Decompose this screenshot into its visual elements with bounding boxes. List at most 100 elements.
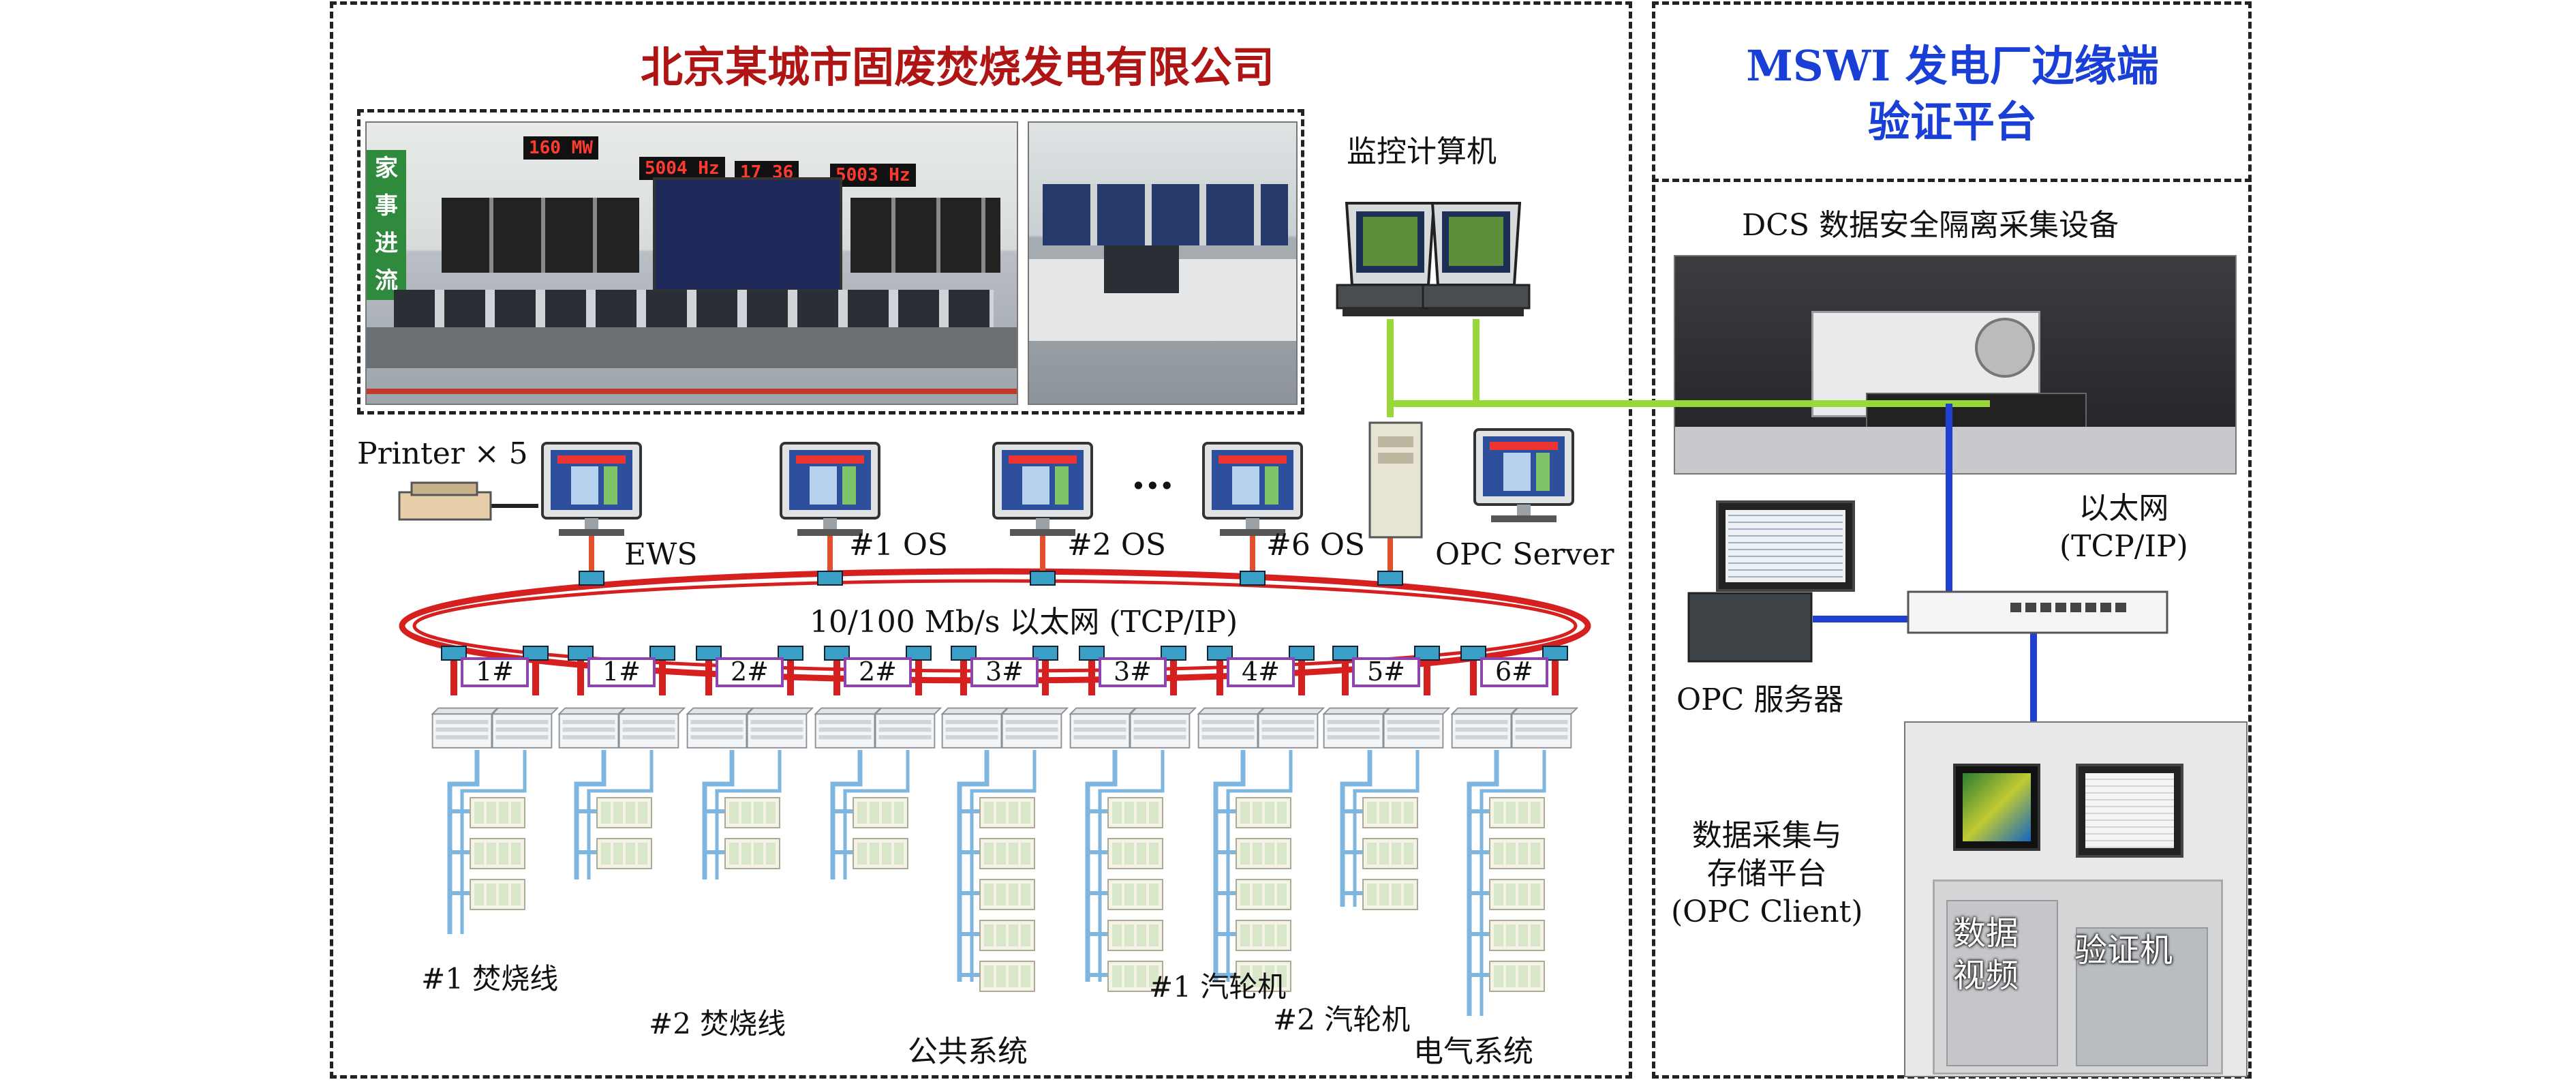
subsystem-turbine-1: #1 汽轮机 bbox=[1149, 970, 1287, 1004]
control-room-side-panel: 家 事 进 流 bbox=[367, 150, 406, 300]
io-bus-trunk bbox=[1098, 750, 1165, 982]
switch-port bbox=[2025, 603, 2036, 612]
floor-red-line bbox=[367, 389, 1017, 394]
network-port bbox=[1332, 646, 1358, 661]
controller-tag bbox=[1480, 657, 1548, 687]
control-room-photo-side bbox=[1028, 121, 1298, 405]
io-bus-trunk bbox=[587, 750, 654, 880]
io-module bbox=[1489, 920, 1545, 951]
ews-monitor bbox=[541, 442, 642, 537]
io-module bbox=[1489, 838, 1545, 869]
controller-id: 1# bbox=[602, 657, 641, 687]
io-module bbox=[596, 838, 652, 869]
data-video-line2: 视频 bbox=[1953, 957, 2019, 995]
io-module bbox=[1107, 879, 1163, 910]
operator-desk bbox=[367, 327, 1017, 368]
controller-rack bbox=[558, 707, 626, 749]
controller-id: 6# bbox=[1495, 657, 1533, 687]
verification-platform-photo bbox=[1904, 721, 2248, 1077]
network-port bbox=[696, 646, 722, 661]
io-module bbox=[1107, 920, 1163, 951]
controller-rack bbox=[1383, 707, 1450, 749]
network-port bbox=[817, 571, 843, 586]
controller-id: 2# bbox=[859, 657, 897, 687]
network-port bbox=[951, 646, 977, 661]
io-module bbox=[1107, 797, 1163, 828]
network-port bbox=[568, 646, 594, 661]
io-bus-trunk bbox=[830, 750, 863, 880]
network-port bbox=[1030, 571, 1056, 586]
printer-label: Printer × 5 bbox=[357, 436, 528, 471]
io-bus-trunk bbox=[843, 750, 910, 880]
controller-rack bbox=[1197, 707, 1265, 749]
io-bus-trunk bbox=[1467, 750, 1499, 1016]
controller-id: 3# bbox=[1114, 657, 1152, 687]
io-module bbox=[470, 797, 525, 828]
monitor-wall-right bbox=[850, 198, 1000, 273]
storage-platform-line2: 存储平台 bbox=[1706, 856, 1827, 891]
controller-uplink bbox=[1342, 655, 1430, 695]
controller-uplink bbox=[1470, 655, 1559, 695]
io-module bbox=[853, 838, 908, 869]
network-port bbox=[1460, 646, 1486, 661]
network-port bbox=[824, 646, 850, 661]
controller-rack bbox=[874, 707, 942, 749]
os2-monitor bbox=[992, 442, 1093, 537]
controller-uplink bbox=[960, 655, 1049, 695]
io-bus-trunk bbox=[574, 750, 607, 880]
controller-uplink bbox=[705, 655, 794, 695]
io-module bbox=[470, 879, 525, 910]
storage-platform-label: 数据采集与 存储平台 (OPC Client) bbox=[1671, 817, 1863, 931]
data-video-label: 数据 视频 bbox=[1953, 912, 2019, 997]
platform-drawer-left bbox=[1946, 900, 2058, 1066]
network-port bbox=[1079, 646, 1105, 661]
io-module bbox=[1362, 797, 1418, 828]
left-panel-frame bbox=[330, 1, 1632, 1079]
storage-platform-line3: (OPC Client) bbox=[1671, 895, 1863, 929]
storage-platform-line1: 数据采集与 bbox=[1691, 818, 1842, 853]
io-module bbox=[979, 961, 1035, 992]
controller-rack bbox=[491, 707, 559, 749]
network-port bbox=[906, 646, 932, 661]
network-port bbox=[1161, 646, 1186, 661]
controller-tag bbox=[844, 657, 912, 687]
subsystem-incineration-2: #2 焚烧线 bbox=[649, 1007, 786, 1040]
io-module bbox=[470, 838, 525, 869]
controller-rack bbox=[1511, 707, 1578, 749]
io-bus-trunk bbox=[447, 750, 480, 934]
io-bus-trunk bbox=[702, 750, 735, 880]
os-label-1: #1 OS bbox=[849, 528, 949, 562]
os1-monitor bbox=[780, 442, 880, 537]
data-screen bbox=[2085, 773, 2174, 848]
io-module bbox=[1236, 879, 1291, 910]
printer-icon bbox=[398, 491, 492, 521]
subsystem-electrical: 电气系统 bbox=[1413, 1034, 1533, 1069]
controller-tag bbox=[970, 657, 1039, 687]
os-label-2: #2 OS bbox=[1067, 528, 1167, 562]
controller-rack bbox=[746, 707, 814, 749]
verifier-label: 验证机 bbox=[2074, 931, 2173, 970]
company-title: 北京某城市固废焚烧发电有限公司 bbox=[641, 42, 1275, 92]
controller-uplink bbox=[577, 655, 666, 695]
video-screen bbox=[1963, 773, 2031, 841]
ethernet-label: 以太网 (TCP/IP) bbox=[2059, 490, 2188, 566]
controller-id: 3# bbox=[985, 657, 1024, 687]
network-port bbox=[523, 646, 549, 661]
controller-rack bbox=[1069, 707, 1137, 749]
io-bus-trunk bbox=[1226, 750, 1293, 982]
controller-uplink bbox=[1088, 655, 1177, 695]
io-module bbox=[724, 797, 780, 828]
ews-label: EWS bbox=[624, 537, 698, 572]
network-port bbox=[579, 571, 604, 586]
io-bus-trunk bbox=[1479, 750, 1546, 1016]
right-panel-divider bbox=[1652, 179, 2252, 182]
controller-tag bbox=[716, 657, 784, 687]
control-room-photo-main: 家 事 进 流 160 MW 5004 Hz 17 36 5003 Hz bbox=[365, 121, 1018, 405]
io-bus-trunk bbox=[957, 750, 990, 982]
network-port bbox=[778, 646, 803, 661]
io-bus-trunk bbox=[715, 750, 782, 880]
opc-service-pc bbox=[1687, 592, 1813, 663]
io-module bbox=[1236, 838, 1291, 869]
network-port bbox=[1414, 646, 1440, 661]
